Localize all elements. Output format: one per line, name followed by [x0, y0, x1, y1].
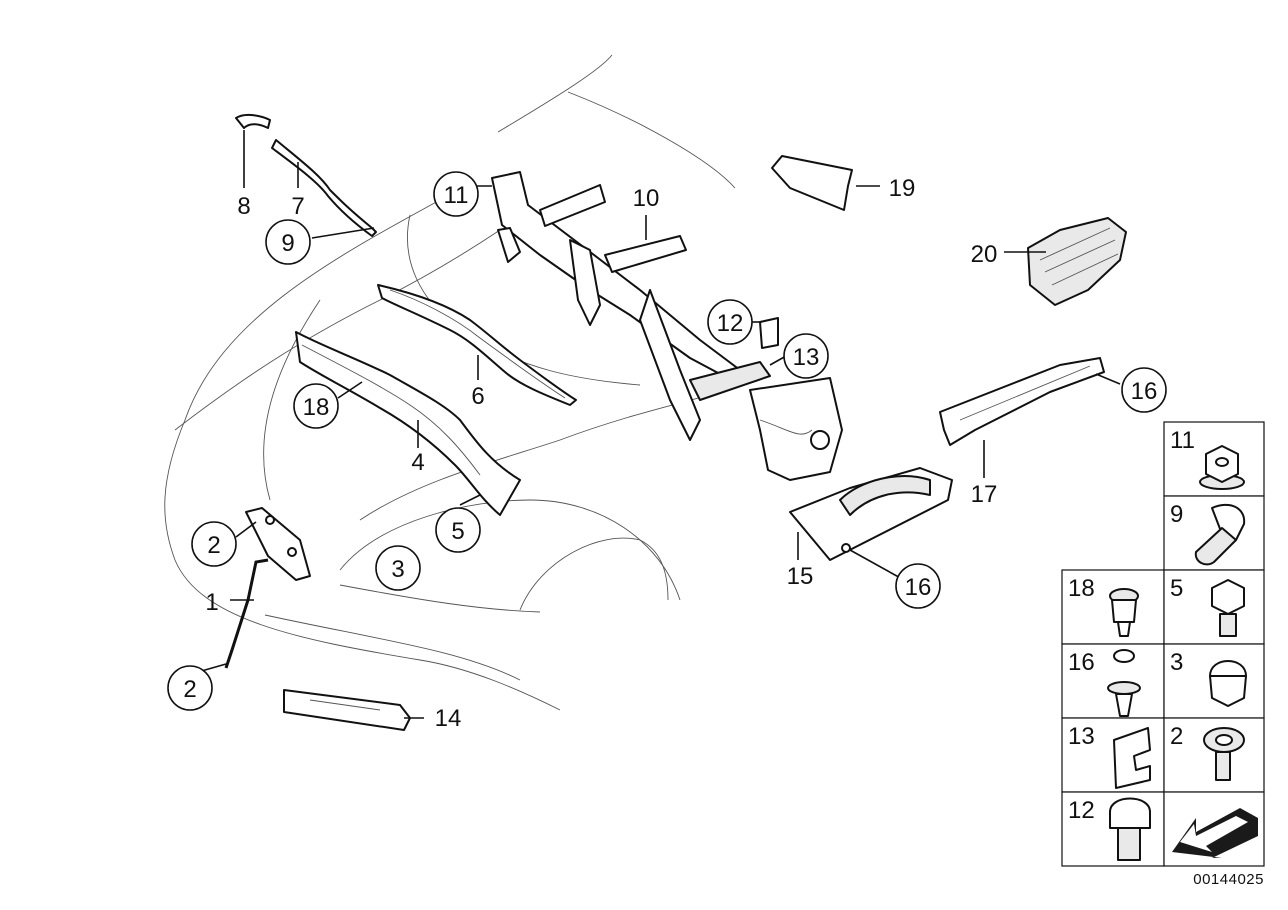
direction-arrow-icon — [1172, 808, 1258, 858]
table-label-12: 12 — [1068, 797, 1095, 824]
callout-20: 20 — [971, 241, 998, 268]
table-label-16: 16 — [1068, 649, 1095, 676]
svg-text:12: 12 — [717, 310, 744, 337]
svg-text:2: 2 — [207, 532, 220, 559]
callout-18: 18 — [293, 383, 339, 429]
strut-part-4 — [295, 331, 521, 516]
svg-text:16: 16 — [905, 574, 932, 601]
table-label-2: 2 — [1170, 723, 1183, 750]
callout-16-upper: 16 — [1121, 367, 1167, 413]
svg-text:18: 18 — [303, 394, 330, 421]
callout-1: 1 — [205, 589, 218, 616]
cap-nut-icon — [1209, 660, 1247, 707]
table-label-3: 3 — [1170, 649, 1183, 676]
cover-part-19 — [771, 155, 853, 211]
callout-10: 10 — [633, 185, 660, 212]
crossmember-part-11 — [491, 171, 741, 383]
callout-17: 17 — [971, 481, 998, 508]
table-cell — [1061, 643, 1165, 719]
callout-13: 13 — [783, 333, 829, 379]
table-label-5: 5 — [1170, 575, 1183, 602]
svg-text:13: 13 — [793, 344, 820, 371]
flange-bolt-icon — [1109, 797, 1151, 861]
callout-4: 4 — [411, 449, 424, 476]
clip-icon — [1194, 503, 1246, 566]
callout-12: 12 — [707, 299, 753, 345]
pad-part-20 — [1027, 217, 1127, 306]
plate-part-14 — [283, 689, 411, 731]
callout-2-lower: 2 — [167, 665, 213, 711]
mount-part-15 — [789, 467, 953, 561]
callout-14: 14 — [435, 705, 462, 732]
diagram-code: 00144025 — [1193, 871, 1264, 888]
callout-5: 5 — [435, 507, 481, 553]
callout-6: 6 — [471, 383, 484, 410]
callout-7: 7 — [291, 193, 304, 220]
callout-8: 8 — [237, 193, 250, 220]
bracket-part-2 — [245, 507, 311, 581]
hex-bolt-icon — [1211, 579, 1245, 637]
crossmember-part-10 — [604, 235, 771, 441]
svg-text:3: 3 — [391, 556, 404, 583]
callout-15: 15 — [787, 563, 814, 590]
svg-text:9: 9 — [281, 230, 294, 257]
svg-text:5: 5 — [451, 518, 464, 545]
nut-icon — [1199, 445, 1245, 490]
callout-9: 9 — [265, 219, 311, 265]
hose-part-8 — [235, 113, 271, 129]
callout-2-upper: 2 — [191, 521, 237, 567]
cable-part-1 — [224, 558, 269, 669]
callout-11: 11 — [433, 171, 479, 217]
spring-clip-icon — [1113, 727, 1151, 789]
fastener-table: 11 9 18 5 16 3 13 2 12 — [1061, 421, 1265, 867]
svg-text:11: 11 — [444, 182, 469, 209]
table-label-9: 9 — [1170, 501, 1183, 528]
rail-part-16 — [939, 357, 1105, 446]
callout-16-lower: 16 — [895, 563, 941, 609]
table-label-11: 11 — [1170, 427, 1195, 454]
pin-icon — [1109, 588, 1139, 637]
callout-3: 3 — [375, 545, 421, 591]
leader-lines — [197, 130, 1121, 719]
svg-text:2: 2 — [183, 676, 196, 703]
svg-text:16: 16 — [1131, 378, 1158, 405]
bracket-part-12 — [759, 317, 779, 349]
callout-19: 19 — [889, 175, 916, 202]
bracket-part-13 — [749, 377, 843, 481]
table-label-13: 13 — [1068, 723, 1095, 750]
torx-screw-icon — [1203, 727, 1245, 781]
strut-part-6 — [377, 284, 577, 406]
push-clip-icon — [1107, 649, 1141, 717]
table-label-18: 18 — [1068, 575, 1095, 602]
